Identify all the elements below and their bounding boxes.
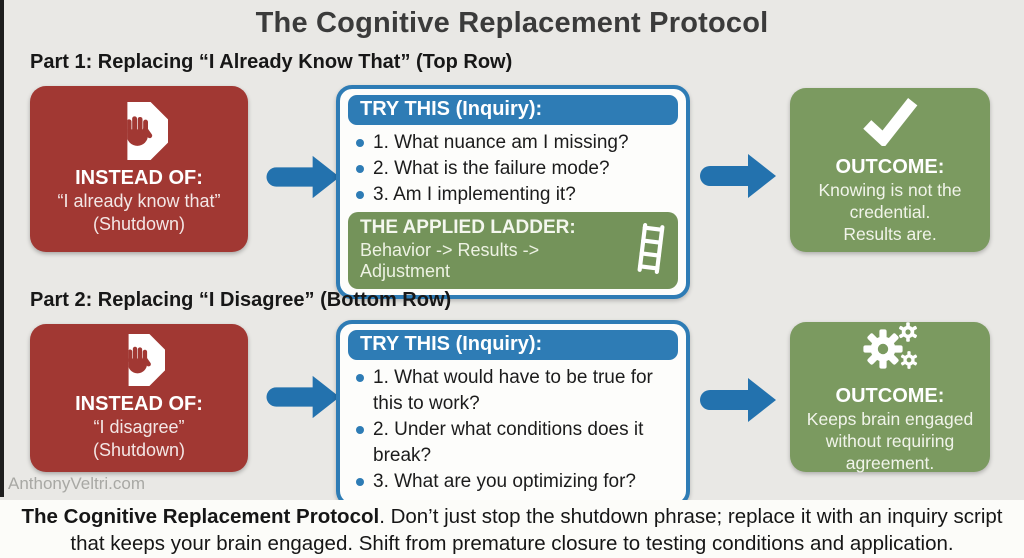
caption-text: The Cognitive Replacement Protocol. Don’…	[0, 500, 1024, 557]
part1-heading: Part 1: Replacing “I Already Know That” …	[30, 51, 513, 73]
try-this-header: TRY THIS (Inquiry):	[348, 330, 678, 360]
list-item: 3. Am I implementing it?	[356, 182, 676, 208]
bullet-icon	[356, 478, 364, 486]
bullet-icon	[356, 139, 364, 147]
stop-hand-icon	[128, 334, 165, 386]
caption-band: The Cognitive Replacement Protocol. Don’…	[0, 500, 1024, 558]
bullet-icon	[356, 374, 364, 382]
list-item: 3. What are you optimizing for?	[356, 469, 676, 495]
right-arrow-icon	[698, 374, 780, 431]
part2-heading: Part 2: Replacing “I Disagree” (Bottom R…	[30, 289, 452, 311]
list-item: 2. What is the failure mode?	[356, 156, 676, 182]
outcome-text: agreement.	[845, 452, 935, 473]
bullet-icon	[356, 426, 364, 434]
checkmark-icon	[857, 96, 923, 151]
applied-ladder-title: THE APPLIED LADDER:	[360, 217, 576, 238]
outcome-text: credential.	[849, 201, 931, 222]
list-item-text: 1. What nuance am I missing?	[373, 132, 629, 153]
watermark: AnthonyVeltri.com	[8, 474, 146, 493]
outcome-label: OUTCOME:	[835, 384, 945, 407]
list-item-text: 2. What is the failure mode?	[373, 158, 610, 179]
list-item-text: 3. What are you optimizing for?	[373, 471, 636, 492]
left-edge-strip	[0, 0, 4, 497]
applied-ladder-subtitle: Behavior -> Results -> Adjustment	[360, 240, 540, 281]
page-title: The Cognitive Replacement Protocol	[255, 7, 769, 39]
caption-bold: The Cognitive Replacement Protocol	[21, 505, 380, 528]
gears-icon	[859, 321, 921, 380]
list-item: 1. What would have to be true for this t…	[356, 365, 676, 417]
bullet-icon	[356, 165, 364, 173]
instead-tag: (Shutdown)	[92, 440, 186, 460]
instead-phrase: “I already know that”	[57, 191, 221, 211]
list-item: 2. Under what conditions does it break?	[356, 417, 676, 469]
outcome-text: without requiring	[825, 430, 955, 451]
list-item: 1. What nuance am I missing?	[356, 130, 676, 156]
outcome-box-row2: OUTCOME: Keeps brain engaged without req…	[790, 321, 990, 473]
try-this-header: TRY THIS (Inquiry):	[348, 95, 678, 125]
outcome-text: Keeps brain engaged	[806, 408, 974, 429]
right-arrow-icon	[264, 152, 344, 207]
outcome-text: Results are.	[843, 223, 937, 244]
outcome-box-row1: OUTCOME: Knowing is not the credential. …	[790, 88, 990, 252]
try-this-box-row2: TRY THIS (Inquiry): 1. What would have t…	[336, 320, 690, 507]
inquiry-list: 1. What nuance am I missing? 2. What is …	[356, 130, 676, 208]
applied-ladder-panel: THE APPLIED LADDER: Behavior -> Results …	[348, 212, 678, 289]
list-item-text: 1. What would have to be true for this t…	[373, 367, 653, 414]
list-item-text: 3. Am I implementing it?	[373, 184, 576, 205]
list-item-text: 2. Under what conditions does it break?	[373, 419, 644, 466]
instead-label: INSTEAD OF:	[75, 167, 203, 189]
try-this-box-row1: TRY THIS (Inquiry): 1. What nuance am I …	[336, 85, 690, 299]
stop-hand-icon	[127, 102, 168, 160]
bullet-icon	[356, 191, 364, 199]
inquiry-list: 1. What would have to be true for this t…	[356, 365, 676, 495]
instead-box-row2: INSTEAD OF: “I disagree” (Shutdown)	[30, 324, 248, 472]
outcome-text: Knowing is not the	[818, 179, 962, 200]
outcome-label: OUTCOME:	[835, 155, 945, 178]
right-arrow-icon	[698, 150, 780, 207]
instead-box-row1: INSTEAD OF: “I already know that” (Shutd…	[30, 86, 248, 252]
right-arrow-icon	[264, 372, 344, 427]
instead-tag: (Shutdown)	[92, 214, 186, 234]
ladder-icon	[634, 222, 668, 279]
instead-label: INSTEAD OF:	[75, 393, 203, 415]
caption-rest: . Don’t just stop the shutdown phrase; r…	[70, 505, 1003, 555]
instead-phrase: “I disagree”	[93, 417, 185, 437]
